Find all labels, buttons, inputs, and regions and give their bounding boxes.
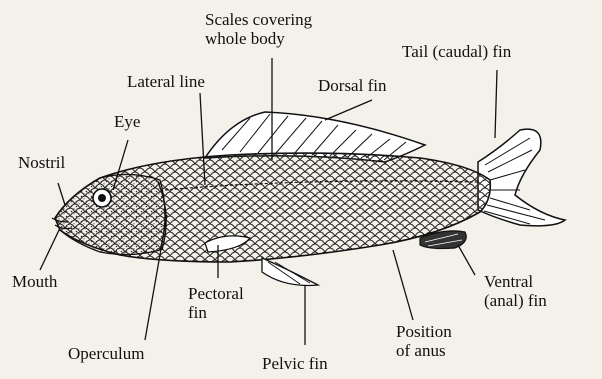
pelvic-fin-shape: [262, 258, 318, 285]
label-scales: Scales covering whole body: [205, 10, 312, 48]
label-mouth: Mouth: [12, 272, 57, 291]
label-pelvic-fin: Pelvic fin: [262, 354, 328, 373]
fish-head: [55, 174, 165, 254]
label-operculum: Operculum: [68, 344, 144, 363]
label-position-of-anus: Position of anus: [396, 322, 452, 360]
label-pectoral-fin: Pectoral fin: [188, 284, 244, 322]
label-lateral-line: Lateral line: [127, 72, 205, 91]
label-nostril: Nostril: [18, 153, 65, 172]
label-dorsal-fin: Dorsal fin: [318, 76, 386, 95]
label-eye: Eye: [114, 112, 140, 131]
label-ventral-fin: Ventral (anal) fin: [484, 272, 547, 310]
label-tail-fin: Tail (caudal) fin: [402, 42, 511, 61]
